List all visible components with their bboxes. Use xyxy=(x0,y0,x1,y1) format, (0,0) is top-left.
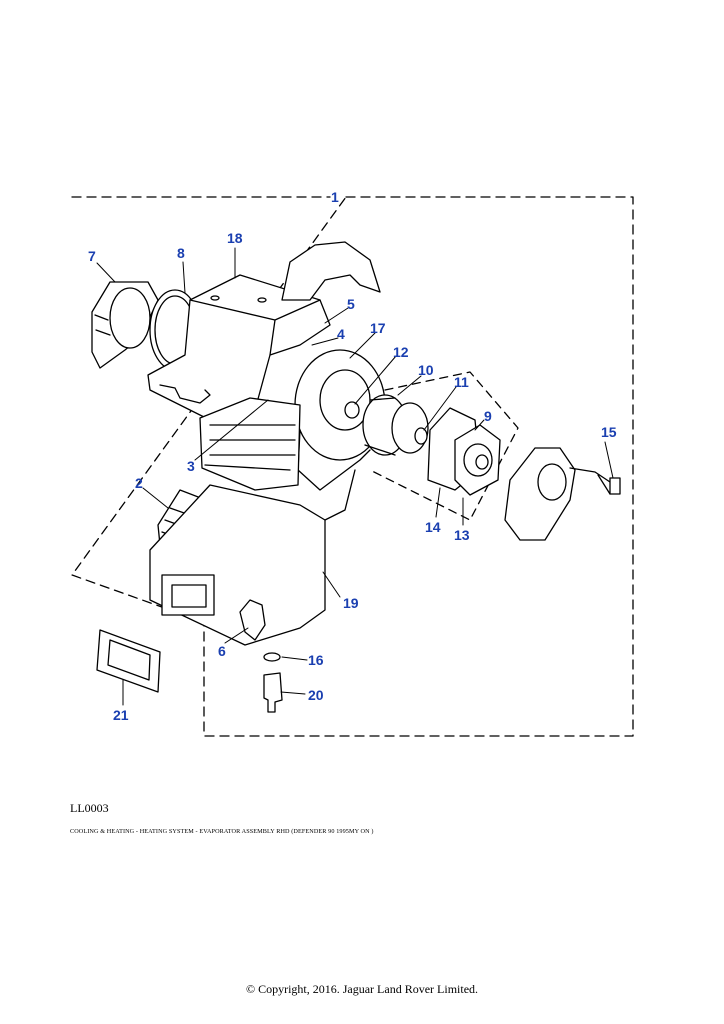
callout-11: 11 xyxy=(454,374,469,390)
part-6-drain-valve xyxy=(239,599,266,641)
callout-13: 13 xyxy=(454,527,470,543)
part-11-washer xyxy=(414,427,428,445)
callout-16: 16 xyxy=(308,652,324,668)
callout-14: 14 xyxy=(425,519,441,535)
callout-5: 5 xyxy=(347,296,355,312)
part-16-clip xyxy=(263,652,281,662)
callout-18: 18 xyxy=(227,230,243,246)
diagram-caption: COOLING & HEATING - HEATING SYSTEM - EVA… xyxy=(70,828,374,835)
assembly-boundary xyxy=(71,196,634,737)
callout-21: 21 xyxy=(113,707,129,723)
callout-19: 19 xyxy=(343,595,359,611)
callout-15: 15 xyxy=(601,424,617,440)
callout-2: 2 xyxy=(135,475,143,491)
part-18-upper-housing xyxy=(147,274,331,421)
motor-subgroup-boundary xyxy=(369,371,519,521)
part-15-motor-cover xyxy=(504,447,621,541)
callout-6: 6 xyxy=(218,643,226,659)
callout-10: 10 xyxy=(418,362,434,378)
part-21-seal xyxy=(96,629,161,693)
callout-7: 7 xyxy=(88,248,96,264)
part-19-lower-housing xyxy=(149,469,356,646)
diagram-code: LL0003 xyxy=(70,801,109,815)
fan-cover xyxy=(281,241,381,301)
copyright-notice: © Copyright, 2016. Jaguar Land Rover Lim… xyxy=(245,982,479,996)
part-12-hub xyxy=(344,401,360,419)
callout-12: 12 xyxy=(393,344,409,360)
callout-3: 3 xyxy=(187,458,195,474)
callout-4: 4 xyxy=(337,326,345,342)
callout-1: 1 xyxy=(331,189,339,205)
callout-20: 20 xyxy=(308,687,324,703)
callout-8: 8 xyxy=(177,245,185,261)
part-3-heater-core xyxy=(199,397,301,491)
callout-17: 17 xyxy=(370,320,386,336)
part-20-drain-tube xyxy=(263,672,283,713)
callout-9: 9 xyxy=(484,408,492,424)
part-10-fan-wheel xyxy=(362,394,429,456)
part-7-duct-ring xyxy=(91,281,159,369)
